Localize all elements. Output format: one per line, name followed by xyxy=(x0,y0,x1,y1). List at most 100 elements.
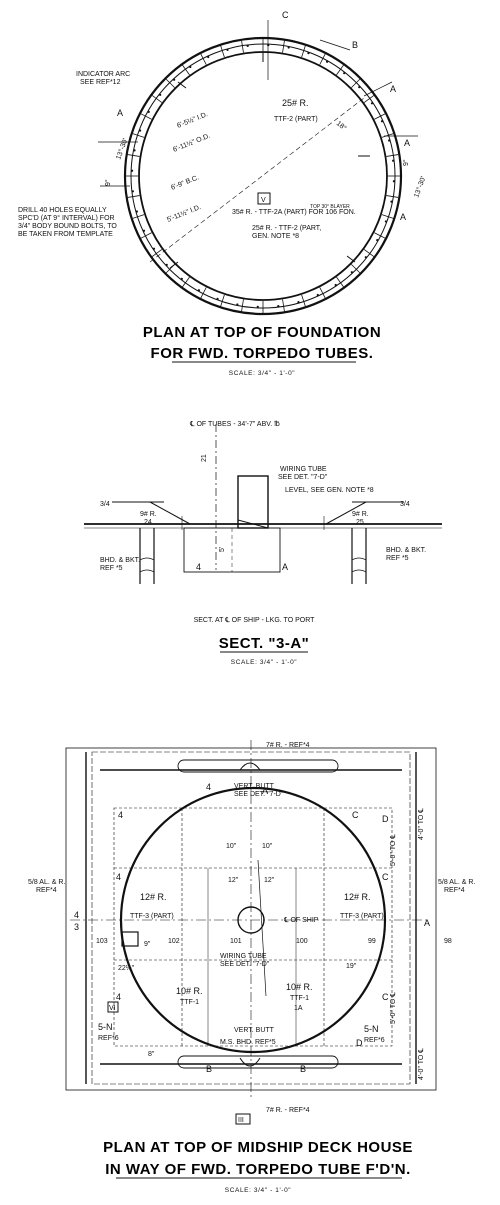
bolt-hole xyxy=(159,93,162,96)
bolt-hole-tick xyxy=(319,53,326,65)
plate-10-right: 10# R. xyxy=(286,982,313,992)
bolt-hole xyxy=(173,78,176,81)
bolt-hole-tick xyxy=(363,95,375,103)
bhd-right-note2: REF *5 xyxy=(386,555,409,562)
dim-5-11-id: 5'-11½" I.D. xyxy=(166,203,202,224)
bolt-hole xyxy=(364,256,367,259)
dim-5: 5' xyxy=(219,547,226,552)
bolt-hole xyxy=(135,210,138,213)
angle-9-left: 9° xyxy=(104,179,112,186)
bolt-hole xyxy=(133,149,136,152)
frame-100: 100 xyxy=(296,938,308,945)
bolt-hole xyxy=(297,301,300,304)
drill-note-line3: 3/4" BODY BOUND BOLTS, TO xyxy=(18,223,117,230)
dim-6-11-od: 6'-11½" O.D. xyxy=(172,132,212,154)
dim-12-left: 12" xyxy=(228,877,239,884)
dim-12-right: 12" xyxy=(264,877,275,884)
bolt-hole-tick xyxy=(381,133,394,138)
bolt-hole-tick xyxy=(220,294,225,307)
bolt-hole xyxy=(358,86,361,89)
section-mark-a: A xyxy=(400,212,406,222)
plan1-scale: SCALE: 3/4" - 1'-0" xyxy=(229,370,295,377)
dim-21: 21 xyxy=(201,454,208,462)
bhd-left-note1: BHD. & BKT. xyxy=(100,557,140,564)
mark-d: D xyxy=(356,1038,363,1048)
bottom-slot xyxy=(177,1055,339,1069)
right-ref2: REF*4 xyxy=(444,887,465,894)
bolt-hole-tick xyxy=(241,299,244,312)
bolt-hole xyxy=(392,159,395,162)
bottom-detail-box xyxy=(235,1113,251,1125)
bolt-hole-tick xyxy=(336,276,344,288)
bolt-hole-tick xyxy=(132,133,145,138)
section-mark-a: A xyxy=(390,84,396,94)
plan-top-of-deck-house: 7# R. - REF*4 7# R. - REF*4 5/8 AL. & R.… xyxy=(28,740,475,1194)
bolt-hole-tick xyxy=(140,232,152,239)
bolt-hole-tick xyxy=(127,154,140,157)
wiring-tube-plan-note2: SEE DET. "7-D" xyxy=(220,961,270,968)
section-mark-a: A xyxy=(117,108,123,118)
section-line-a2 xyxy=(363,81,393,97)
bolt-hole xyxy=(165,263,168,266)
left-bulkhead-break xyxy=(139,557,155,573)
right-angle-label: 3/4 xyxy=(400,501,410,508)
detail-box-label: VI xyxy=(109,1005,116,1012)
plate-25-low-label: 25# R. - TTF-2 (PART, xyxy=(252,225,321,232)
plate-12-left: 12# R. xyxy=(140,892,167,902)
bolt-hole-tick xyxy=(165,78,175,88)
dim-8: 8" xyxy=(148,1051,155,1058)
mark-3: 3 xyxy=(74,922,79,932)
wiring-tube-note1: WIRING TUBE xyxy=(280,466,327,473)
plate-10-left-sub: TTF-1 xyxy=(180,999,199,1006)
frame-98: 98 xyxy=(444,938,452,945)
sn-right: 5-N xyxy=(364,1024,379,1034)
bolt-hole-tick xyxy=(363,249,375,257)
right-bulkhead xyxy=(351,528,367,584)
section-caption: SECT. AT ℄ OF SHIP - LKG. TO PORT xyxy=(194,617,316,624)
dim-6-5-id: 6'-5½" I.D. xyxy=(176,110,209,130)
bolt-hole-tick xyxy=(386,154,399,157)
left-plate-label: 9# R. xyxy=(140,511,157,518)
vert-butt-bottom: VERT. BUTT xyxy=(234,1027,275,1034)
bolt-hole xyxy=(390,200,393,203)
section-mark-b: B xyxy=(352,40,358,50)
ring-outer-edge xyxy=(123,36,403,316)
bolt-hole xyxy=(256,305,259,308)
right-bulkhead-break xyxy=(351,557,367,573)
bolt-hole xyxy=(152,247,156,250)
dim-22: 22½" xyxy=(118,964,135,972)
right-plate-label: 9# R. xyxy=(352,511,369,518)
side-dim-3: 5'-0" TO ℄ xyxy=(390,992,397,1024)
mark-4: 4 xyxy=(74,910,79,920)
drill-note-line2: SPC'D (AT 9° INTERVAL) FOR xyxy=(18,214,115,222)
section-mark-4: 4 xyxy=(196,562,201,572)
bolt-hole xyxy=(246,44,249,47)
side-dim-2: 5'-0" TO ℄ xyxy=(390,834,397,866)
mark-4: 4 xyxy=(116,872,121,882)
mark-c: C xyxy=(382,872,389,882)
bolt-hole xyxy=(207,55,210,59)
right-dim-25: 25 xyxy=(356,519,364,526)
plate-35-sub: TOP 30° BLAYER xyxy=(310,204,350,210)
detail-box xyxy=(107,1001,119,1013)
bolt-hole xyxy=(139,129,142,132)
vert-butt-top-det: SEE DET. "7-D" xyxy=(234,791,284,798)
frame-101: 101 xyxy=(230,938,242,945)
sn-left: 5-N xyxy=(98,1022,113,1032)
dim-10-right: 10" xyxy=(262,843,273,850)
bolt-hole xyxy=(307,52,310,55)
sn-right-ref: REF*6 xyxy=(364,1037,385,1044)
section-scale: SCALE: 3/4" - 1'-0" xyxy=(231,659,297,666)
bolt-hole xyxy=(388,139,391,142)
dim-19: 19" xyxy=(346,963,357,970)
section-mark-c: C xyxy=(282,10,289,20)
bolt-hole xyxy=(316,293,319,297)
wiring-tube-plan-note1: WIRING TUBE xyxy=(220,953,267,960)
bolt-hole xyxy=(131,190,134,193)
bolt-hole-tick xyxy=(132,214,145,219)
corner-doubler xyxy=(121,931,139,947)
bolt-hole-tick xyxy=(182,276,190,288)
bolt-hole xyxy=(147,110,150,114)
mark-d: D xyxy=(382,814,389,824)
bolt-hole-tick xyxy=(127,195,140,198)
